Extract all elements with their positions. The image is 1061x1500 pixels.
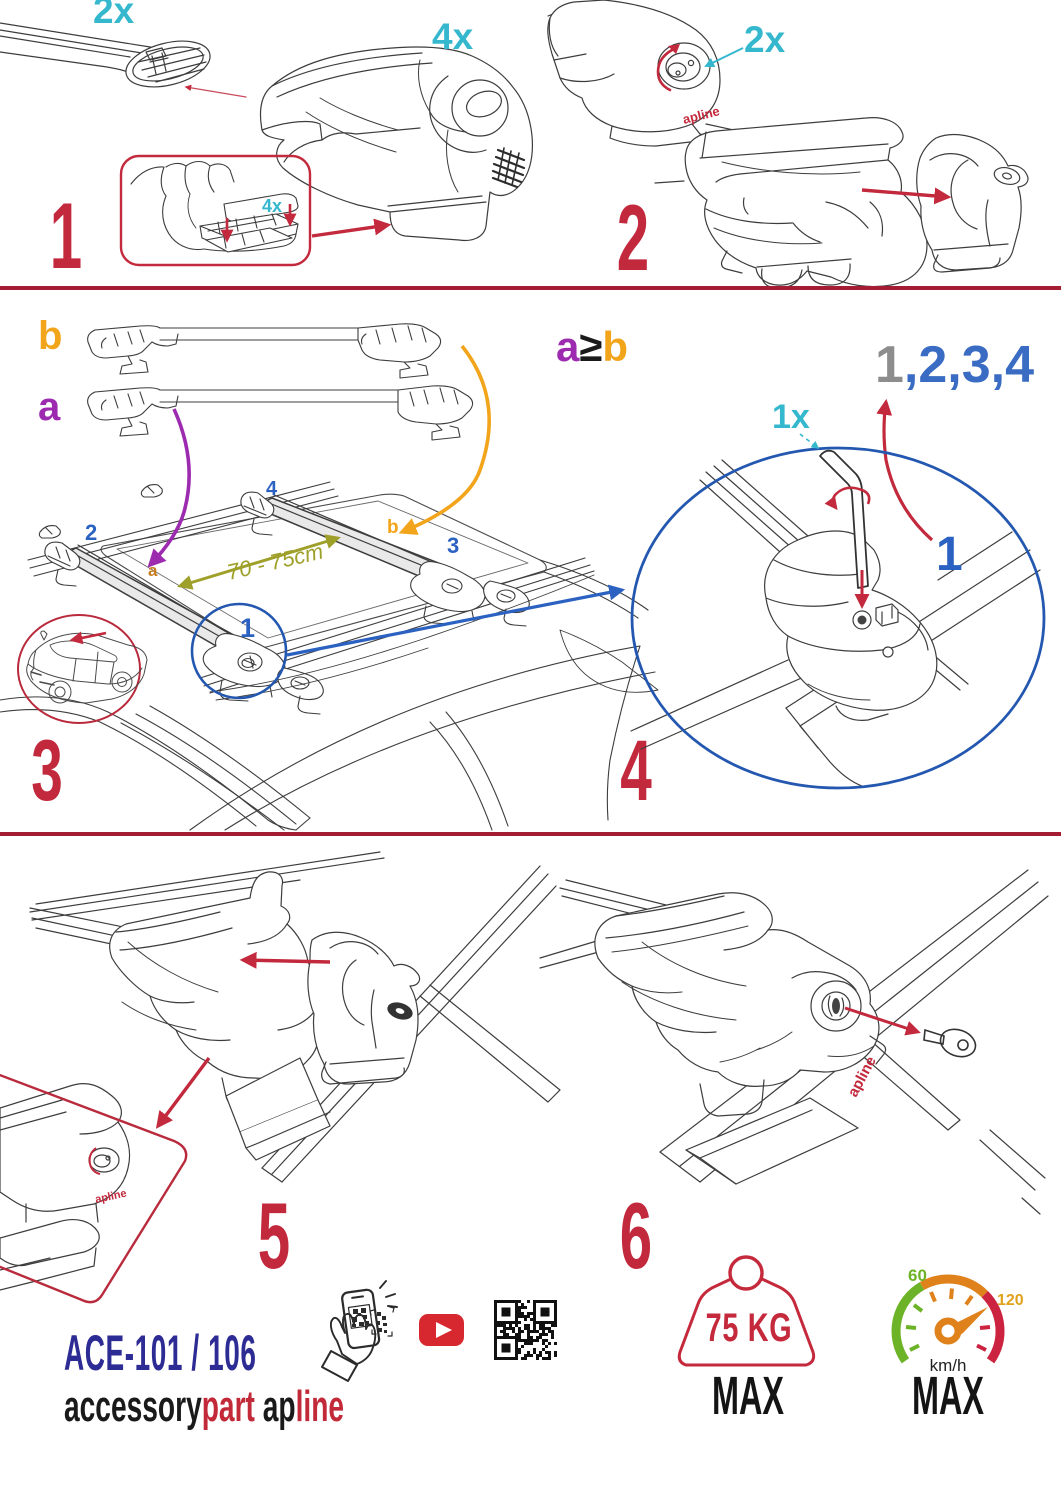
svg-text:70 - 75cm: 70 - 75cm bbox=[225, 539, 326, 585]
svg-text:1: 1 bbox=[50, 183, 82, 289]
svg-text:a≥b: a≥b bbox=[556, 323, 628, 370]
svg-text:2x: 2x bbox=[93, 0, 135, 31]
svg-text:120: 120 bbox=[997, 1292, 1024, 1309]
svg-text:a: a bbox=[148, 561, 158, 580]
svg-text:4x: 4x bbox=[432, 16, 474, 57]
svg-text:5: 5 bbox=[258, 1183, 290, 1289]
svg-text:60: 60 bbox=[908, 1266, 927, 1285]
svg-text:a: a bbox=[38, 385, 61, 429]
svg-text:3: 3 bbox=[447, 533, 459, 558]
svg-text:1: 1 bbox=[240, 613, 255, 643]
svg-text:km/h: km/h bbox=[930, 1356, 967, 1375]
svg-text:b: b bbox=[38, 314, 62, 358]
svg-text:2x: 2x bbox=[744, 19, 786, 60]
svg-text:b: b bbox=[387, 517, 399, 538]
svg-text:4x: 4x bbox=[262, 196, 282, 216]
svg-text:ACE-101 / 106: ACE-101 / 106 bbox=[64, 1324, 256, 1381]
svg-text:2: 2 bbox=[85, 520, 97, 545]
svg-text:2: 2 bbox=[617, 185, 649, 291]
svg-text:4: 4 bbox=[620, 723, 652, 819]
svg-text:accessorypart apline: accessorypart apline bbox=[64, 1382, 344, 1431]
svg-text:6: 6 bbox=[620, 1183, 652, 1289]
svg-text:4: 4 bbox=[266, 478, 278, 500]
svg-text:75 KG: 75 KG bbox=[706, 1305, 793, 1350]
svg-text:1x: 1x bbox=[772, 398, 810, 436]
svg-text:MAX: MAX bbox=[712, 1367, 784, 1426]
svg-text:1: 1 bbox=[936, 528, 963, 581]
svg-text:3: 3 bbox=[31, 723, 63, 819]
svg-text:1,2,3,4: 1,2,3,4 bbox=[875, 336, 1034, 394]
svg-text:MAX: MAX bbox=[912, 1367, 984, 1426]
